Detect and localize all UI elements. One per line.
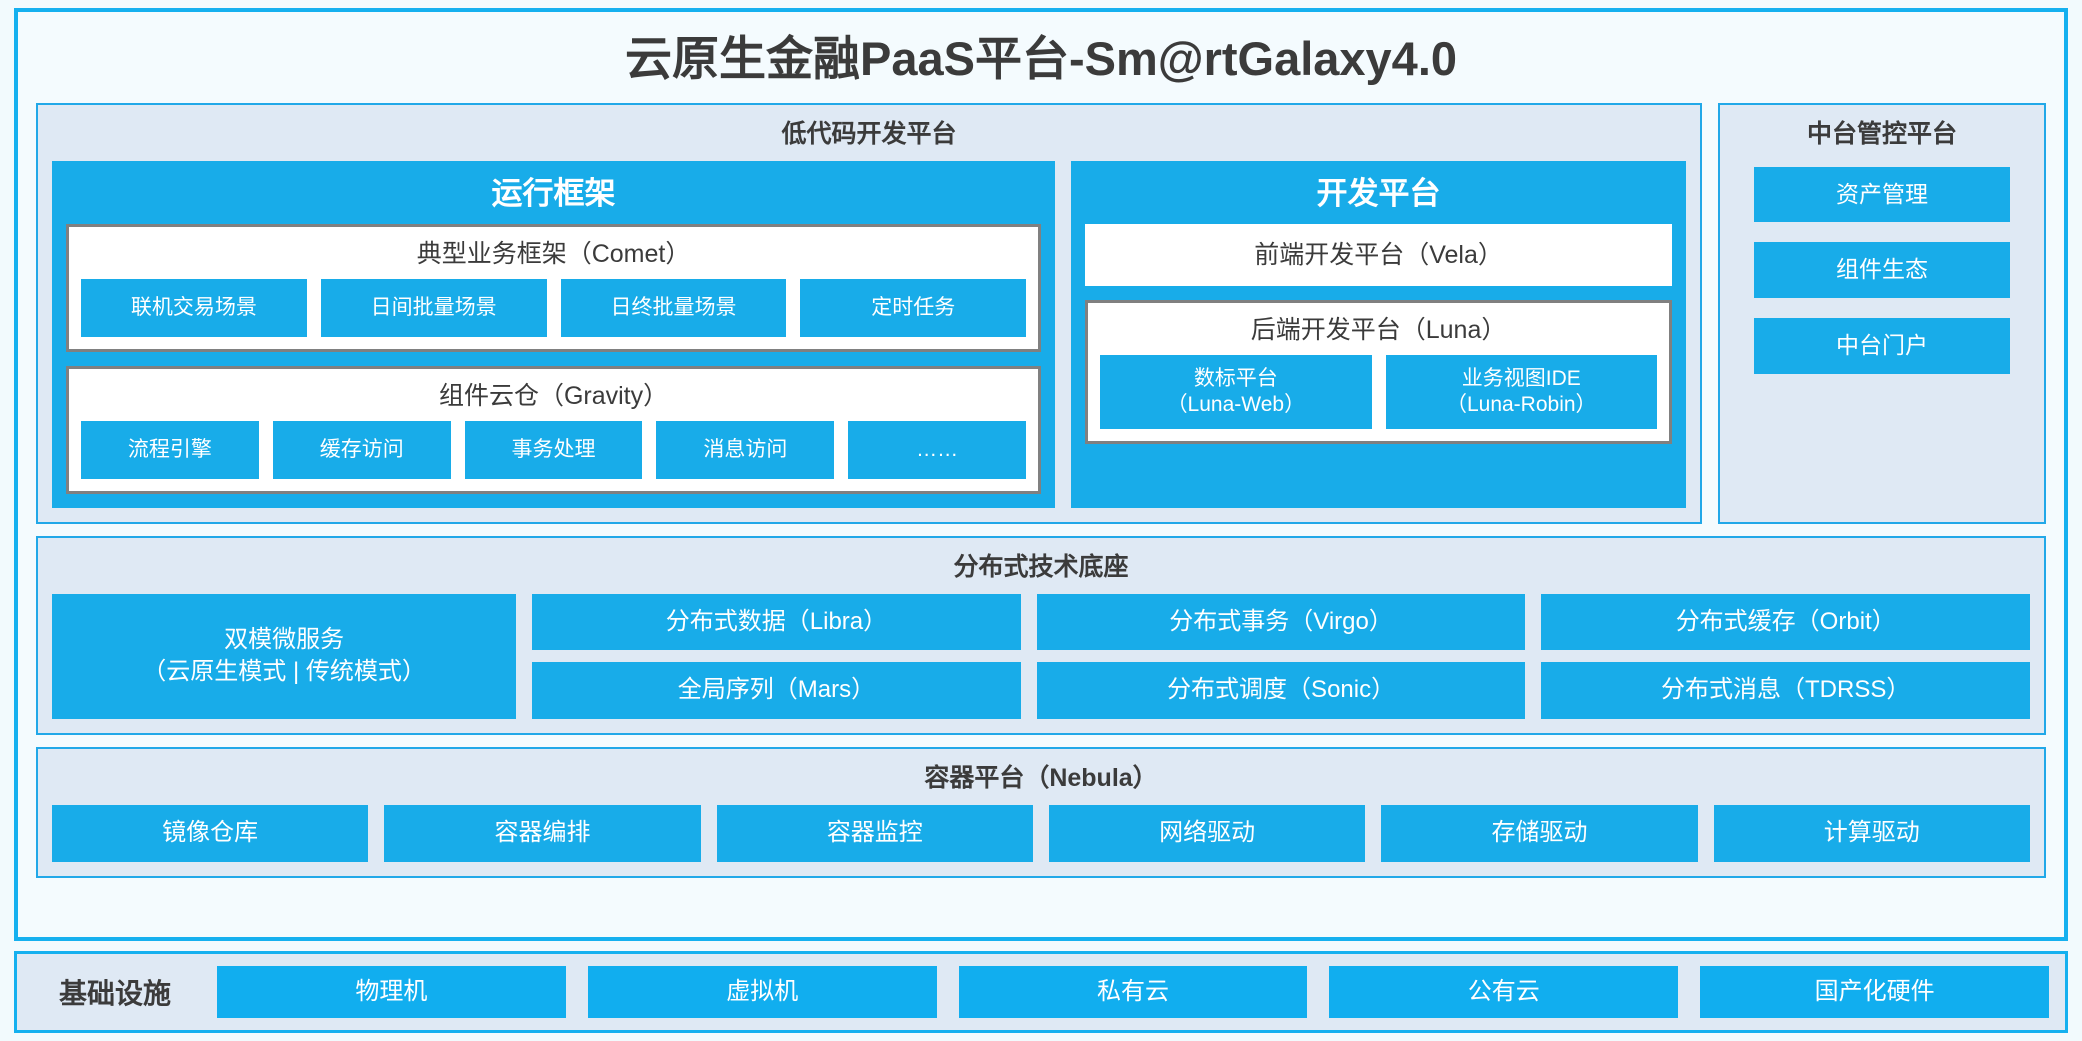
luna-web-chip-line2: （Luna-Web） — [1166, 392, 1306, 416]
gravity-chip[interactable]: 事务处理 — [464, 420, 643, 479]
dev-platform-title: 开发平台 — [1316, 175, 1441, 211]
microservice-chip-line1: 双模微服务 — [224, 625, 345, 653]
microservice-column: 双模微服务 （云原生模式 | 传统模式） — [52, 593, 517, 719]
gravity-card: 组件云仓（Gravity） 流程引擎 缓存访问 事务处理 消息访问 …… — [66, 365, 1042, 494]
control-platform-item[interactable]: 组件生态 — [1754, 242, 2010, 298]
control-platform-panel: 中台管控平台 资产管理 组件生态 中台门户 — [1718, 102, 2046, 524]
infrastructure-chip-row: 物理机 虚拟机 私有云 公有云 国产化硬件 — [217, 965, 2049, 1019]
gravity-chip-more[interactable]: …… — [848, 420, 1027, 479]
control-platform-list: 资产管理 组件生态 中台门户 — [1734, 161, 2030, 384]
comet-title: 典型业务框架（Comet） — [416, 239, 691, 268]
infrastructure-chip[interactable]: 国产化硬件 — [1700, 965, 2049, 1019]
infrastructure-chip[interactable]: 物理机 — [217, 965, 566, 1019]
comet-chip[interactable]: 日终批量场景 — [560, 278, 787, 337]
luna-robin-chip[interactable]: 业务视图IDE （Luna-Robin） — [1385, 354, 1657, 429]
infrastructure-chip[interactable]: 公有云 — [1329, 965, 1679, 1019]
infrastructure-label: 基础设施 — [59, 978, 172, 1009]
distributed-column: 分布式数据（Libra） 全局序列（Mars） — [532, 593, 1021, 719]
container-platform-title: 容器平台（Nebula） — [924, 763, 1158, 792]
gravity-chip[interactable]: 消息访问 — [656, 420, 835, 479]
lowcode-platform-title: 低代码开发平台 — [781, 119, 957, 148]
distributed-chip[interactable]: 分布式数据（Libra） — [532, 593, 1021, 651]
distributed-column: 分布式事务（Virgo） 分布式调度（Sonic） — [1036, 593, 1526, 719]
luna-web-chip-line1: 数标平台 — [1193, 366, 1278, 390]
distributed-foundation-title: 分布式技术底座 — [953, 552, 1129, 581]
lowcode-platform-body: 运行框架 典型业务框架（Comet） 联机交易场景 日间批量场景 日终批量场景 … — [52, 160, 1686, 508]
container-chip[interactable]: 计算驱动 — [1713, 804, 2030, 862]
dev-platform-block: 开发平台 前端开发平台（Vela） 后端开发平台（Luna） 数标平台 （Lun… — [1071, 160, 1686, 508]
top-row: 低代码开发平台 运行框架 典型业务框架（Comet） 联机交易场景 日间批量场景… — [36, 102, 2046, 524]
control-platform-title: 中台管控平台 — [1806, 119, 1957, 148]
comet-chip-row: 联机交易场景 日间批量场景 日终批量场景 定时任务 — [81, 278, 1027, 337]
vela-card[interactable]: 前端开发平台（Vela） — [1085, 223, 1672, 286]
distributed-foundation-panel: 分布式技术底座 双模微服务 （云原生模式 | 传统模式） 分布式数据（Libra… — [36, 535, 2046, 735]
luna-robin-chip-line2: （Luna-Robin） — [1445, 392, 1597, 416]
gravity-chip-row: 流程引擎 缓存访问 事务处理 消息访问 …… — [81, 420, 1027, 479]
microservice-chip-line2: （云原生模式 | 传统模式） — [142, 658, 426, 686]
infrastructure-bar: 基础设施 物理机 虚拟机 私有云 公有云 国产化硬件 — [14, 951, 2068, 1033]
main-frame: 云原生金融PaaS平台-Sm@rtGalaxy4.0 低代码开发平台 运行框架 … — [14, 8, 2068, 941]
infrastructure-chip[interactable]: 虚拟机 — [587, 965, 937, 1019]
infrastructure-chip[interactable]: 私有云 — [958, 965, 1308, 1019]
distributed-chip[interactable]: 分布式消息（TDRSS） — [1541, 662, 2030, 719]
container-chip[interactable]: 容器监控 — [716, 804, 1033, 862]
runtime-framework-title: 运行框架 — [491, 175, 616, 211]
luna-chip-row: 数标平台 （Luna-Web） 业务视图IDE （Luna-Robin） — [1100, 354, 1657, 429]
control-platform-item[interactable]: 中台门户 — [1754, 317, 2010, 374]
distributed-column: 分布式缓存（Orbit） 分布式消息（TDRSS） — [1541, 593, 2030, 719]
luna-title: 后端开发平台（Luna） — [1250, 315, 1507, 344]
microservice-chip[interactable]: 双模微服务 （云原生模式 | 传统模式） — [52, 593, 517, 719]
distributed-chip[interactable]: 分布式缓存（Orbit） — [1541, 593, 2030, 651]
luna-robin-chip-line1: 业务视图IDE — [1461, 366, 1581, 390]
luna-web-chip[interactable]: 数标平台 （Luna-Web） — [1100, 354, 1372, 429]
vela-title: 前端开发平台（Vela） — [1254, 240, 1503, 269]
container-chip[interactable]: 镜像仓库 — [52, 804, 369, 862]
comet-chip[interactable]: 联机交易场景 — [81, 278, 307, 337]
container-chip[interactable]: 容器编排 — [384, 804, 701, 862]
comet-chip[interactable]: 日间批量场景 — [320, 278, 547, 337]
distributed-grid: 双模微服务 （云原生模式 | 传统模式） 分布式数据（Libra） 全局序列（M… — [52, 593, 2030, 719]
distributed-chip[interactable]: 分布式事务（Virgo） — [1036, 593, 1526, 651]
lowcode-platform-panel: 低代码开发平台 运行框架 典型业务框架（Comet） 联机交易场景 日间批量场景… — [36, 102, 1702, 524]
container-platform-panel: 容器平台（Nebula） 镜像仓库 容器编排 容器监控 网络驱动 存储驱动 计算… — [36, 746, 2046, 878]
distributed-chip[interactable]: 分布式调度（Sonic） — [1036, 662, 1526, 719]
container-chip[interactable]: 网络驱动 — [1048, 804, 1366, 862]
container-chip-row: 镜像仓库 容器编排 容器监控 网络驱动 存储驱动 计算驱动 — [52, 804, 2030, 862]
control-platform-item[interactable]: 资产管理 — [1754, 166, 2010, 223]
gravity-chip[interactable]: 缓存访问 — [272, 420, 451, 479]
luna-card: 后端开发平台（Luna） 数标平台 （Luna-Web） 业务视图IDE （Lu… — [1085, 299, 1672, 444]
page-title: 云原生金融PaaS平台-Sm@rtGalaxy4.0 — [624, 32, 1458, 85]
comet-chip[interactable]: 定时任务 — [800, 278, 1027, 337]
distributed-chip[interactable]: 全局序列（Mars） — [532, 662, 1021, 719]
gravity-title: 组件云仓（Gravity） — [438, 381, 669, 410]
gravity-chip[interactable]: 流程引擎 — [81, 420, 259, 479]
container-chip[interactable]: 存储驱动 — [1381, 804, 1698, 862]
runtime-framework-block: 运行框架 典型业务框架（Comet） 联机交易场景 日间批量场景 日终批量场景 … — [52, 160, 1056, 508]
comet-card: 典型业务框架（Comet） 联机交易场景 日间批量场景 日终批量场景 定时任务 — [66, 223, 1042, 352]
